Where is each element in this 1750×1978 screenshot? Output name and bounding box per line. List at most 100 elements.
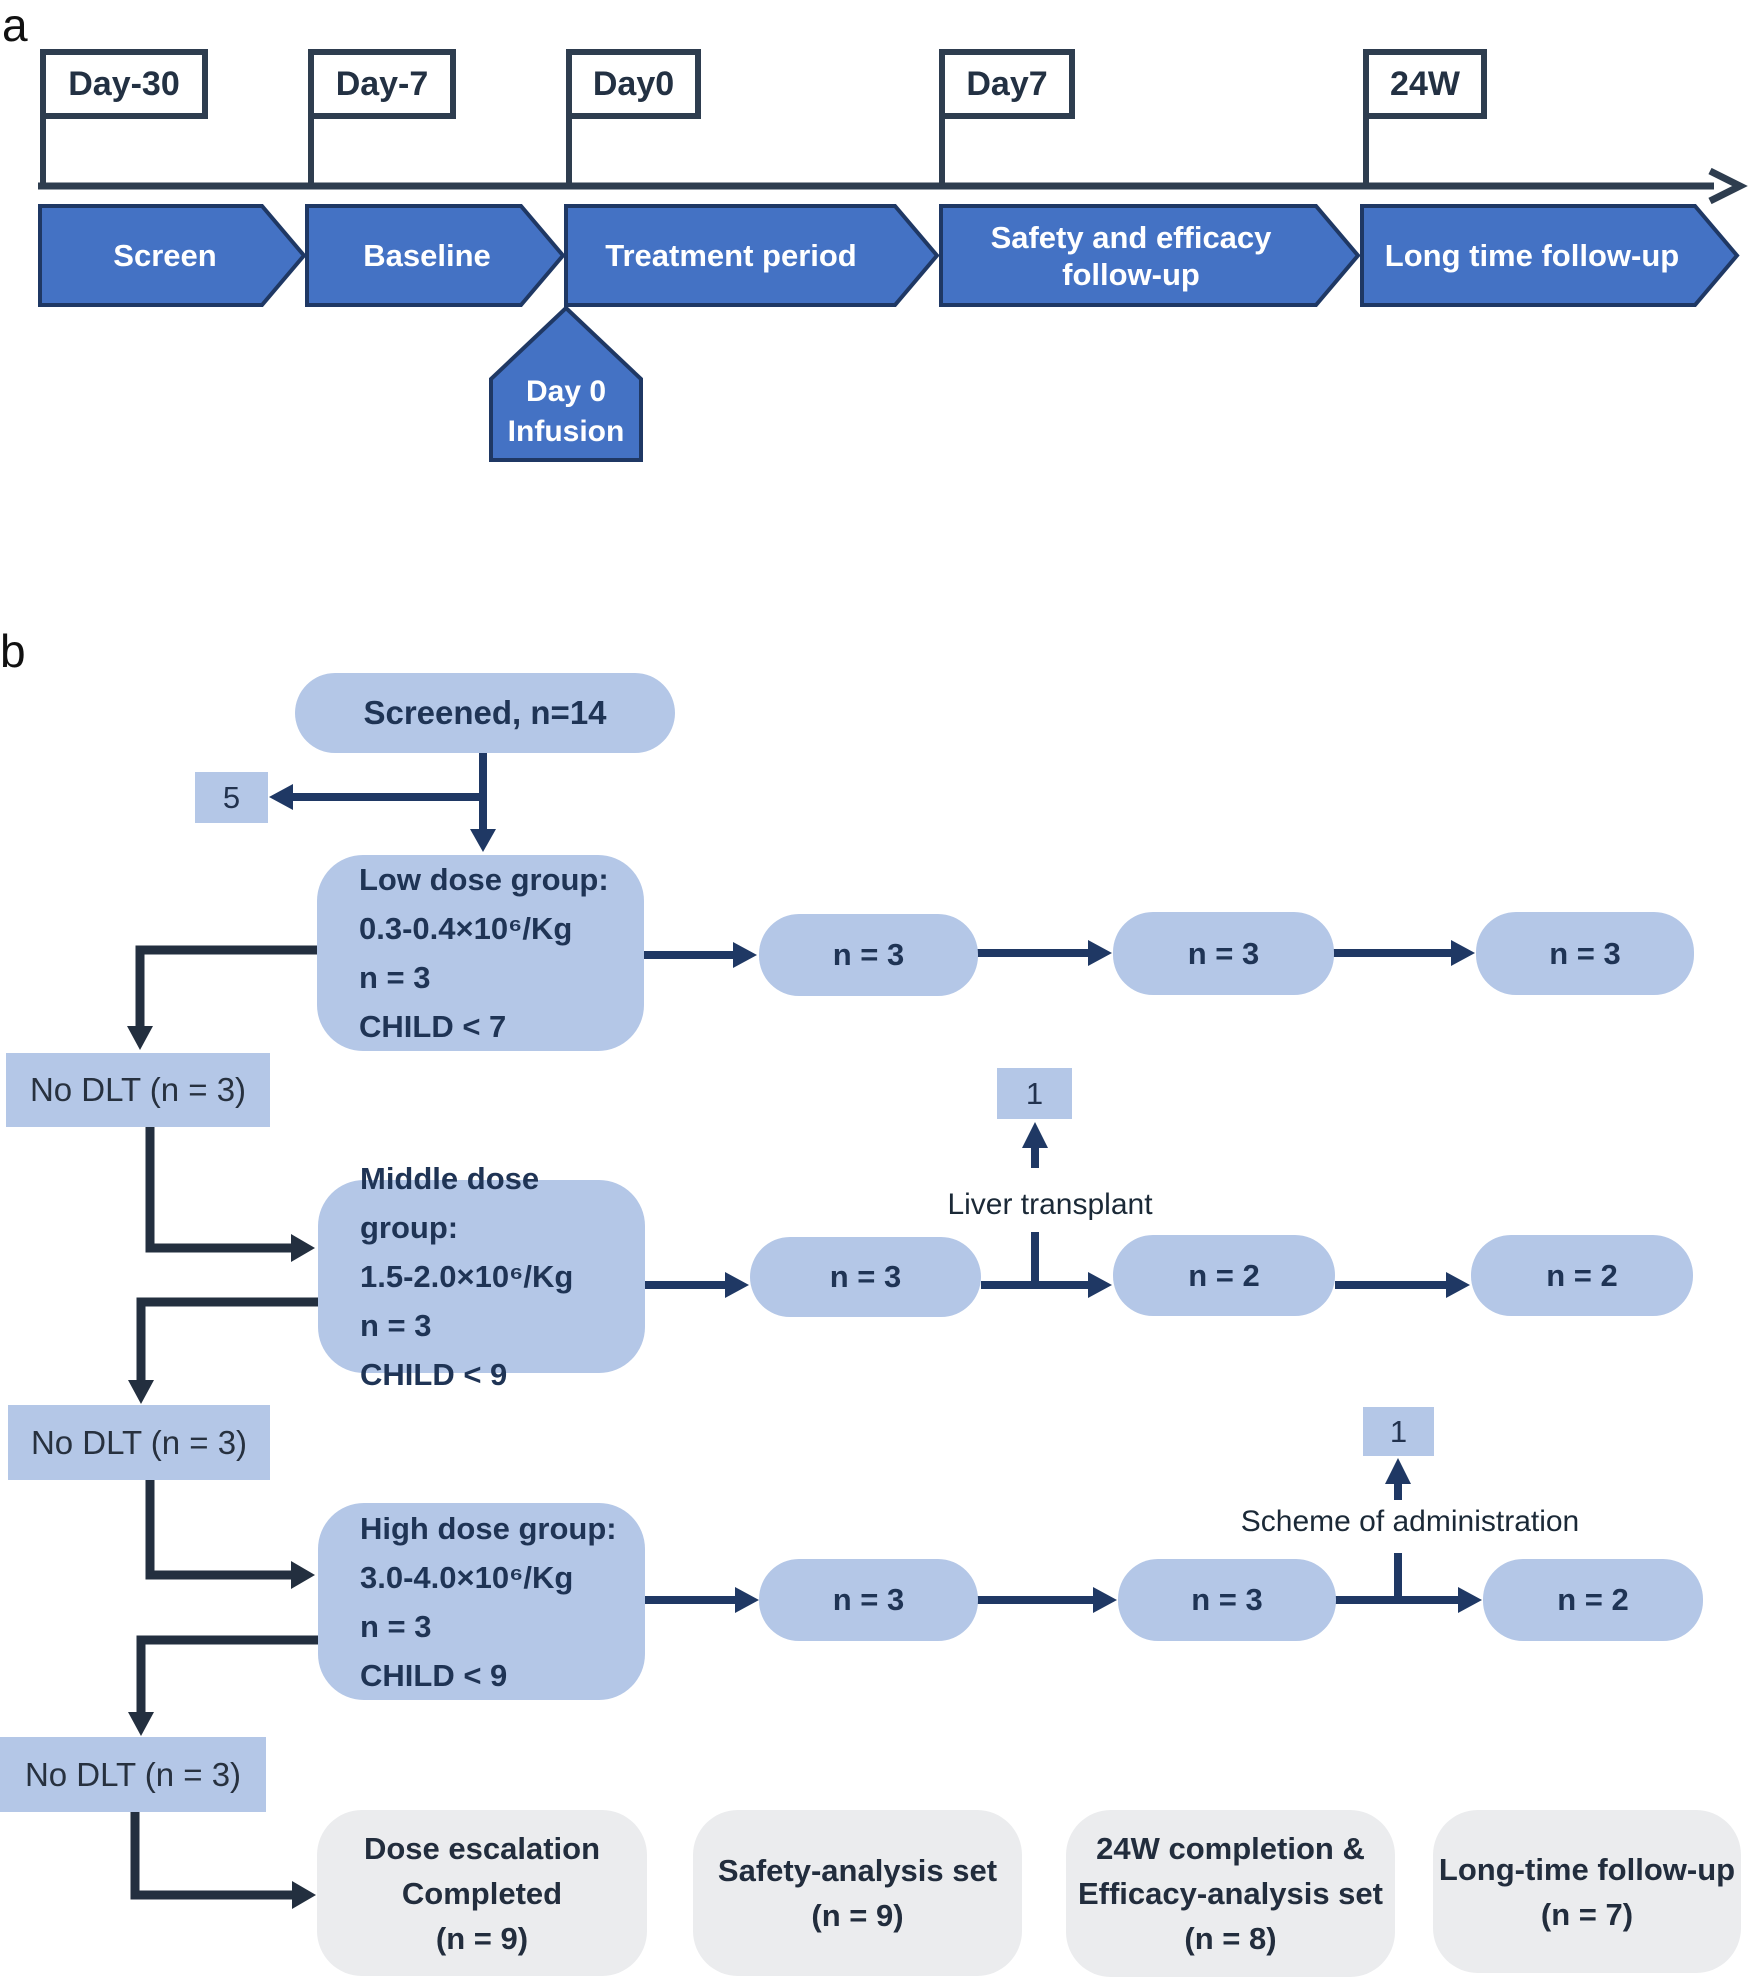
middle-dose-group-box: Middle dose group: 1.5-2.0×10⁶/Kg n = 3 …	[318, 1161, 645, 1392]
outcome-line: Completed	[401, 1875, 563, 1911]
outcome-line: Efficacy-analysis set	[1077, 1876, 1383, 1911]
arrowhead-down-icon	[127, 1026, 153, 1050]
arrowhead-right-icon	[1088, 940, 1112, 966]
panel-b-label: b	[0, 625, 26, 677]
arrowhead-right-icon	[1093, 1587, 1117, 1613]
outcome-line: (n = 7)	[1540, 1896, 1634, 1932]
arrowhead-right-icon	[725, 1272, 749, 1298]
outcome-line: 24W completion &	[1096, 1831, 1365, 1866]
row3-box-c: n = 2	[1483, 1559, 1703, 1641]
flag-pole	[566, 117, 572, 186]
panel-a-label: a	[2, 0, 28, 51]
row2-box-a: n = 3	[750, 1237, 981, 1317]
group-line: CHILD < 9	[360, 1357, 508, 1392]
flag-day7: Day7	[939, 49, 1075, 119]
phase-long-followup-label: Long time follow-up	[1384, 238, 1680, 273]
arrowhead-right-icon	[733, 942, 757, 968]
group-line: Low dose group:	[359, 862, 609, 897]
outcome-line: Dose escalation	[363, 1830, 601, 1866]
phase-safety-followup-label: Safety and efficacy follow-up	[990, 219, 1272, 292]
arrowhead-right-icon	[1446, 1272, 1470, 1298]
flag-pole	[1363, 117, 1369, 186]
group-line: 0.3-0.4×10⁶/Kg	[359, 911, 573, 946]
infusion-line2: Infusion	[507, 415, 625, 448]
outcome-safety-set-box: Safety-analysis set (n = 9)	[693, 1810, 1022, 1976]
group-line: Middle dose group:	[360, 1161, 540, 1245]
low-dose-group-box: Low dose group: 0.3-0.4×10⁶/Kg n = 3 CHI…	[317, 855, 644, 1051]
group-line: n = 3	[360, 1608, 432, 1644]
connector-mid-to-dlt2	[136, 1297, 318, 1380]
flag-24w: 24W	[1363, 49, 1487, 119]
row2-dropout-label: Liver transplant	[947, 1188, 1153, 1221]
phase-arrow-screen	[38, 204, 307, 307]
arrowhead-right-icon	[1088, 1272, 1112, 1298]
high-dose-group-box: High dose group: 3.0-4.0×10⁶/Kg n = 3 CH…	[318, 1503, 645, 1700]
arrowhead-up-icon	[1022, 1122, 1048, 1148]
connector-dlt1-to-mid	[145, 1127, 291, 1253]
group-line: n = 3	[359, 960, 431, 995]
group-line: 3.0-4.0×10⁶/Kg	[360, 1559, 574, 1595]
outcome-long-followup-box: Long-time follow-up (n = 7)	[1433, 1810, 1741, 1973]
arrowhead-right-icon	[291, 1561, 315, 1589]
arrowhead-right-icon	[735, 1587, 759, 1613]
arrowhead-right-icon	[291, 1234, 315, 1262]
screened-box: Screened, n=14	[295, 673, 675, 753]
connector-dlt3-to-outcome	[130, 1812, 293, 1900]
row3-box-b: n = 3	[1118, 1559, 1336, 1641]
outcome-dose-escalation-box: Dose escalation Completed (n = 9)	[317, 1810, 647, 1976]
group-line: CHILD < 7	[359, 1009, 507, 1044]
outcome-24w-efficacy-box: 24W completion & Efficacy-analysis set (…	[1066, 1810, 1395, 1977]
group-line: n = 3	[360, 1308, 432, 1343]
arrowhead-right-icon	[1451, 940, 1475, 966]
phase-screen-label: Screen	[113, 238, 217, 273]
infusion-callout-label: Day 0 Infusion	[491, 372, 641, 452]
arrowhead-down-icon	[128, 1712, 154, 1736]
arrowhead-up-icon	[1385, 1458, 1411, 1484]
arrowhead-right-icon	[1458, 1587, 1482, 1613]
group-line: High dose group:	[360, 1510, 617, 1546]
infusion-line1: Day 0	[525, 375, 607, 408]
connector-high-to-dlt3	[136, 1635, 318, 1712]
outcome-line: (n = 9)	[435, 1920, 529, 1956]
connector-low-to-dlt1	[135, 945, 317, 1026]
row2-box-c: n = 2	[1471, 1235, 1693, 1316]
flag-day-7: Day-7	[308, 49, 456, 119]
outcome-line: (n = 9)	[811, 1898, 904, 1933]
row1-box-c: n = 3	[1476, 912, 1694, 995]
infusion-pentagon	[489, 305, 643, 462]
group-line: 1.5-2.0×10⁶/Kg	[360, 1259, 574, 1294]
row2-dropout-count-box: 1	[997, 1068, 1072, 1119]
arrowhead-down-icon	[128, 1380, 154, 1404]
no-dlt-box-2: No DLT (n = 3)	[8, 1405, 270, 1480]
phase-arrow-treatment	[564, 204, 940, 307]
screen-failure-box: 5	[195, 772, 268, 823]
row3-dropout-label: Scheme of administration	[1240, 1505, 1580, 1538]
timeline-arrowhead-icon	[1708, 167, 1748, 205]
outcome-line: Long-time follow-up	[1438, 1851, 1736, 1887]
flag-pole	[308, 117, 314, 186]
connector-dlt2-to-high	[145, 1480, 291, 1580]
arrowhead-down-icon	[470, 829, 496, 852]
row3-box-a: n = 3	[759, 1559, 978, 1641]
phase-arrow-baseline	[305, 204, 566, 307]
flag-day0: Day0	[566, 49, 701, 119]
flag-day-30: Day-30	[40, 49, 208, 119]
no-dlt-box-1: No DLT (n = 3)	[6, 1053, 270, 1127]
outcome-line: Safety-analysis set	[717, 1853, 998, 1888]
row3-dropout-count-box: 1	[1363, 1407, 1434, 1456]
flag-pole	[939, 117, 945, 186]
arrowhead-right-icon	[292, 1881, 316, 1909]
phase-arrow-safety-followup	[939, 204, 1361, 307]
flag-pole	[40, 117, 46, 186]
arrowhead-left-icon	[269, 784, 293, 810]
row1-box-a: n = 3	[759, 914, 978, 996]
group-line: CHILD < 9	[360, 1657, 508, 1693]
phase-arrow-long-followup	[1360, 204, 1740, 307]
row2-box-b: n = 2	[1113, 1235, 1335, 1316]
outcome-line: (n = 8)	[1184, 1921, 1277, 1956]
phase-baseline-label: Baseline	[363, 238, 491, 273]
phase-treatment-label: Treatment period	[605, 238, 857, 273]
row1-box-b: n = 3	[1113, 912, 1334, 995]
